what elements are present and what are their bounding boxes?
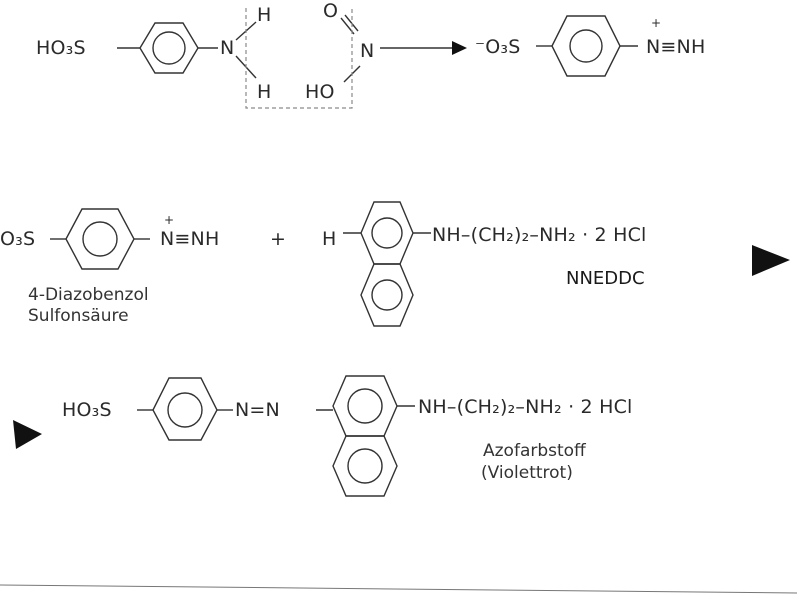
azo-link: N=N: [235, 399, 280, 421]
diazonium-group-2: N≡NH: [160, 228, 220, 250]
benzene-ring-4: [152, 377, 218, 441]
nitrous-hydroxyl: HO: [305, 81, 335, 103]
amine-nitrogen: N: [220, 37, 235, 59]
reaction-arrow-3: [13, 420, 42, 449]
coupler-name: NNEDDC: [566, 268, 645, 289]
positive-charge-2: +: [164, 213, 175, 227]
positive-charge: +: [651, 16, 662, 30]
product-name-line2: (Violettrot): [481, 463, 573, 483]
nitrous-nitrogen: N: [360, 40, 375, 62]
sulfonate-group-2: O₃S: [0, 228, 36, 250]
benzene-ring-2: [551, 15, 621, 77]
reactant-name-line2: Sulfonsäure: [28, 306, 129, 326]
amine-hydrogen-top: H: [257, 4, 272, 26]
benzene-ring-3: [65, 208, 135, 270]
benzene-ring-1: [139, 22, 199, 74]
naphthalene-ring-1: [360, 201, 414, 327]
naphthalene-ring-2: [332, 375, 398, 497]
coupler-side-chain: NH–(CH₂)₂–NH₂ · 2 HCl: [432, 224, 647, 246]
product-name-line1: Azofarbstoff: [483, 441, 586, 461]
plus-sign: +: [270, 228, 287, 250]
arrow-head-1: [452, 41, 467, 55]
reactant-name-line1: 4-Diazobenzol: [28, 285, 149, 305]
diazonium-group: N≡NH: [646, 36, 706, 58]
amine-hydrogen-bottom: H: [257, 81, 272, 103]
product-side-chain: NH–(CH₂)₂–NH₂ · 2 HCl: [418, 396, 633, 418]
reaction-arrow-2: [752, 245, 790, 276]
coupler-hydrogen: H: [322, 228, 337, 250]
sulfonic-acid-group-3: HO₃S: [62, 399, 112, 421]
nitrous-oxygen: O: [323, 0, 339, 22]
sulfonate-group: ⁻O₃S: [475, 36, 521, 58]
sulfonic-acid-group: HO₃S: [36, 37, 86, 59]
